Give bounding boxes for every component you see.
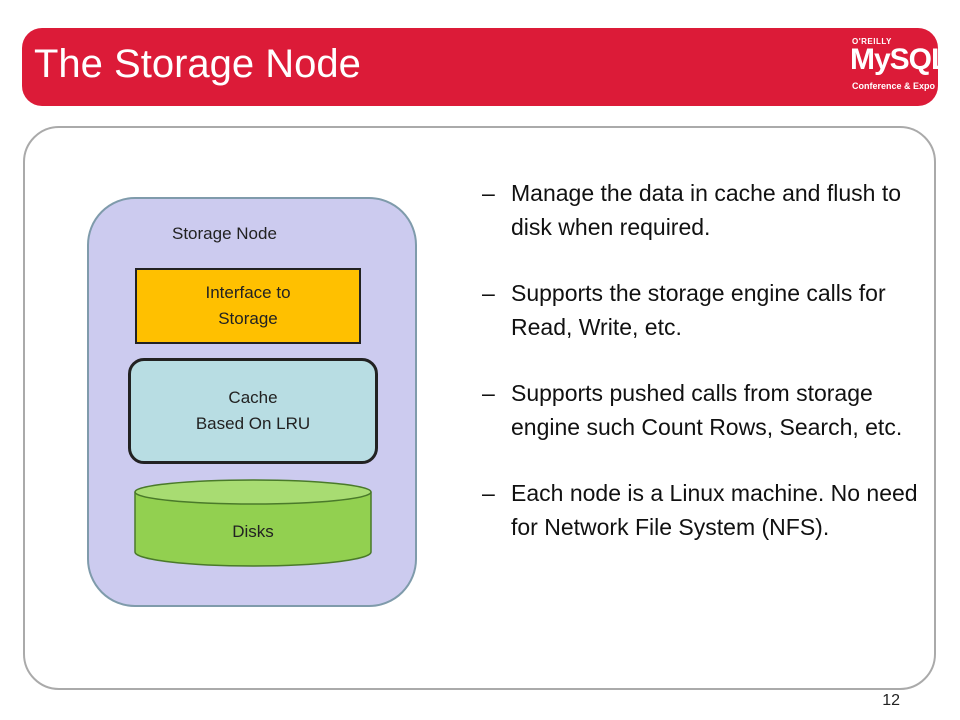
cache-box-line: Cache [228,388,278,407]
bullet-list: – Manage the data in cache and flush to … [482,176,922,576]
logo-product: MySQL [850,43,949,76]
bullet-text: Each node is a Linux machine. No need fo… [511,480,918,540]
bullet-item: – Each node is a Linux machine. No need … [482,476,922,544]
bullet-dash: – [482,380,495,406]
cache-box: Cache Based On LRU [128,358,378,464]
slide-title: The Storage Node [34,42,361,86]
title-bar: The Storage Node O'REILLY MySQL Conferen… [22,28,949,106]
bullet-dash: – [482,180,495,206]
interface-box-line: Storage [218,309,278,328]
bullet-item: – Manage the data in cache and flush to … [482,176,922,244]
bullet-dash: – [482,280,495,306]
cache-box-line: Based On LRU [195,414,311,433]
logo-tagline: Conference & Expo [852,81,936,91]
disks-label: Disks [232,522,274,541]
bullet-item: – Supports the storage engine calls for … [482,276,922,344]
mysql-conference-logo: O'REILLY MySQL Conference & Expo [830,37,949,97]
bullet-text: Supports pushed calls from storage engin… [511,380,903,440]
interface-box-line: Interface to [205,283,291,302]
bullet-text: Manage the data in cache and flush to di… [511,180,902,240]
page-number: 12 [882,692,900,709]
logo-publisher: O'REILLY [852,37,892,46]
interface-to-storage-box: Interface to Storage [135,268,361,344]
storage-node-label: Storage Node [172,224,277,243]
bullet-text: Supports the storage engine calls for Re… [511,280,886,340]
bullet-item: – Supports pushed calls from storage eng… [482,376,922,444]
disks-cylinder [134,479,372,567]
bullet-dash: – [482,480,495,506]
